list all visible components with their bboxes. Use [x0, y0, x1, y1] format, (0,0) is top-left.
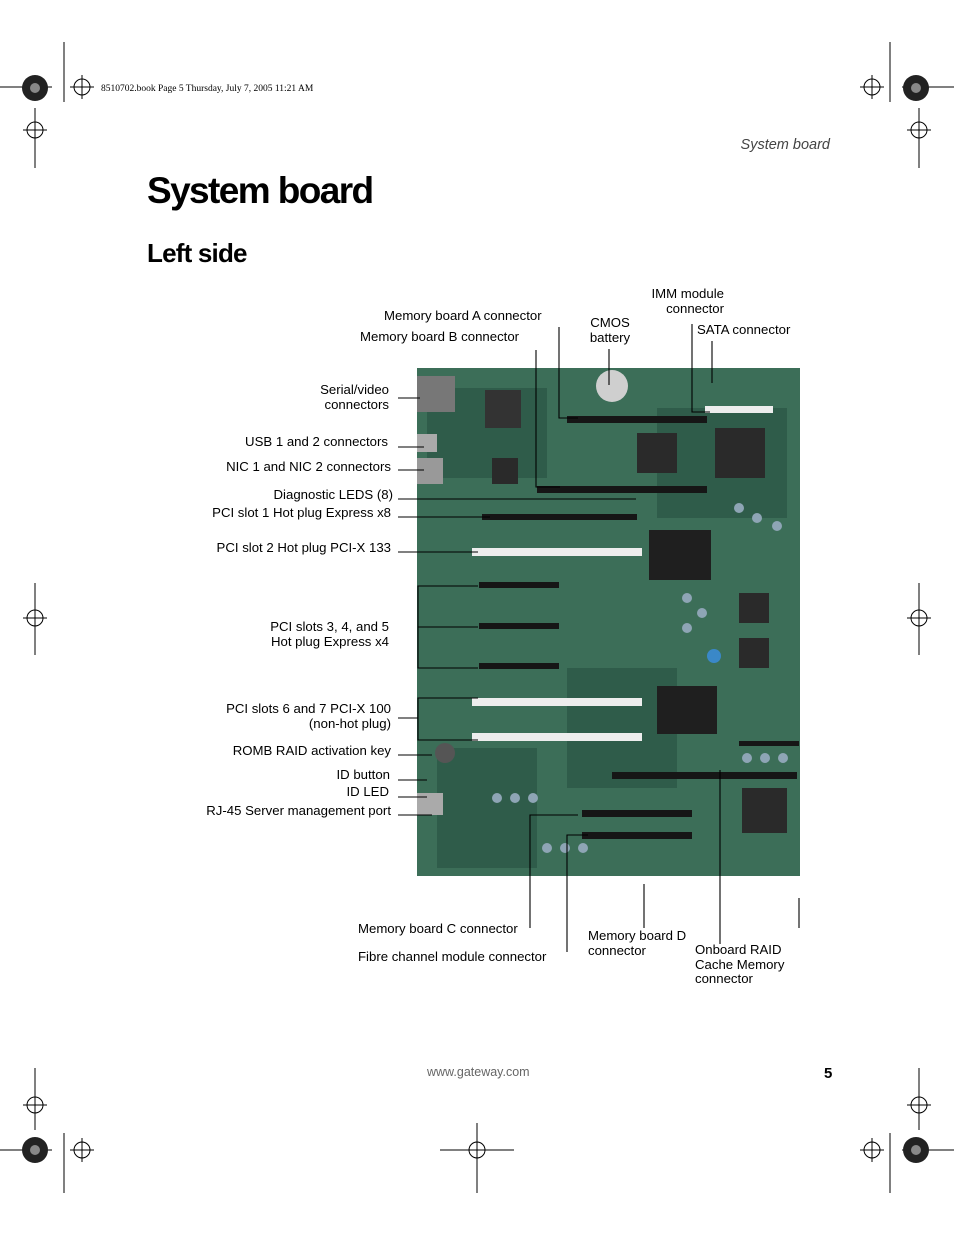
label-sata: SATA connector	[697, 322, 791, 337]
system-board-photo	[417, 368, 800, 876]
page-number: 5	[824, 1065, 833, 1082]
label-nic: NIC 1 and NIC 2 connectors	[226, 459, 391, 474]
label-usb: USB 1 and 2 connectors	[245, 434, 388, 449]
label-memory-board-b: Memory board B connector	[360, 329, 520, 344]
label-romb-raid-key: ROMB RAID activation key	[232, 743, 391, 758]
footer-url: www.gateway.com	[427, 1065, 530, 1079]
page-title: System board	[147, 170, 374, 211]
label-id-button: ID button	[336, 767, 390, 782]
label-id-led: ID LED	[346, 784, 389, 799]
label-pci-slot-2: PCI slot 2 Hot plug PCI-X 133	[216, 540, 391, 555]
label-memory-board-c: Memory board C connector	[358, 921, 518, 936]
label-memory-board-a: Memory board A connector	[384, 308, 542, 323]
label-pci-slots-67: PCI slots 6 and 7 PCI-X 100(non-hot plug…	[226, 701, 391, 731]
label-rj45-management-port: RJ-45 Server management port	[206, 803, 391, 818]
running-head: System board	[740, 137, 830, 153]
section-heading: Left side	[147, 238, 248, 268]
label-fibre-channel: Fibre channel module connector	[358, 949, 547, 964]
label-diagnostic-leds: Diagnostic LEDS (8)	[273, 487, 393, 502]
label-pci-slot-1: PCI slot 1 Hot plug Express x8	[212, 505, 391, 520]
print-slug: 8510702.book Page 5 Thursday, July 7, 20…	[101, 84, 314, 94]
